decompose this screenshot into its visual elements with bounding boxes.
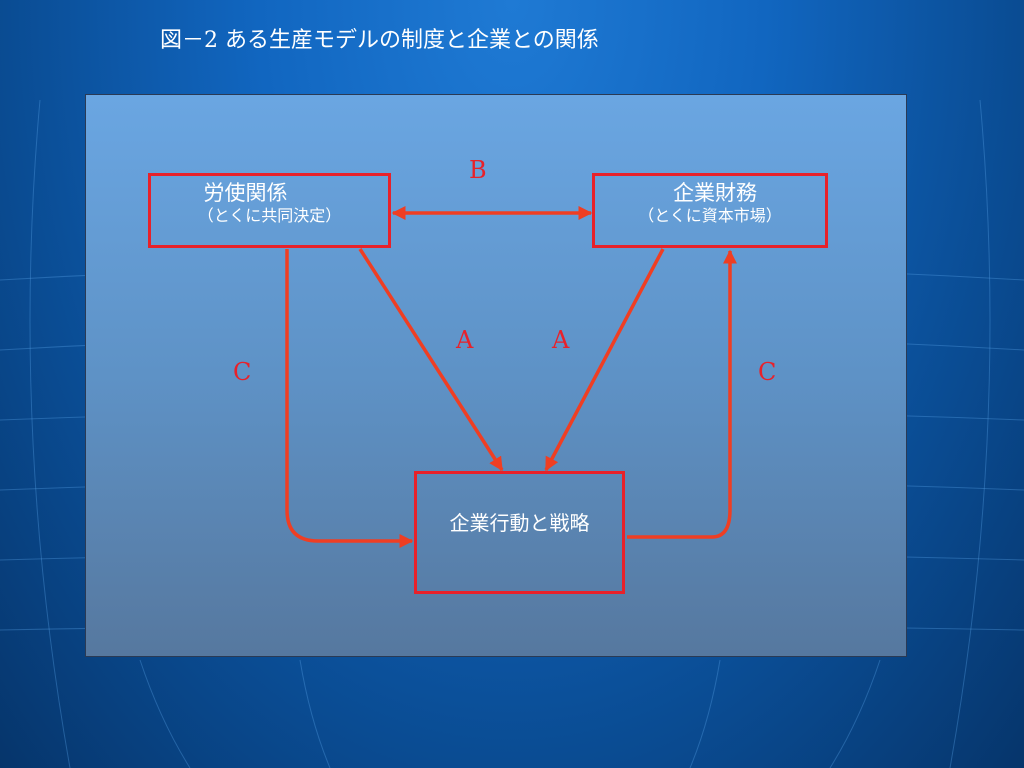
node-labor-relations: 労使関係 （とくに共同決定） xyxy=(148,173,391,248)
node-labor-subtitle: （とくに共同決定） xyxy=(197,206,342,225)
arrow-c-right xyxy=(627,249,737,539)
node-finance-title: 企業財務 xyxy=(673,181,757,205)
arrow-c-left xyxy=(285,249,414,548)
node-finance-subtitle: （とくに資本市場） xyxy=(638,206,782,225)
edge-label-a-right: A xyxy=(552,326,570,354)
slide-title: 図－2 ある生産モデルの制度と企業との関係 xyxy=(160,28,599,53)
arrow-a-left xyxy=(358,248,504,472)
node-strategy-title: 企業行動と戦略 xyxy=(449,511,590,535)
edge-label-a-left: A xyxy=(456,326,474,354)
node-labor-title: 労使関係 xyxy=(203,181,288,205)
node-corporate-strategy: 企業行動と戦略 xyxy=(414,471,625,594)
edge-label-c-left: C xyxy=(233,358,252,386)
arrow-a-right xyxy=(544,248,665,472)
node-corporate-finance: 企業財務 （とくに資本市場） xyxy=(592,173,828,248)
edge-label-b: B xyxy=(469,156,487,184)
edge-label-c-right: C xyxy=(758,358,777,386)
diagram-panel xyxy=(85,94,907,657)
